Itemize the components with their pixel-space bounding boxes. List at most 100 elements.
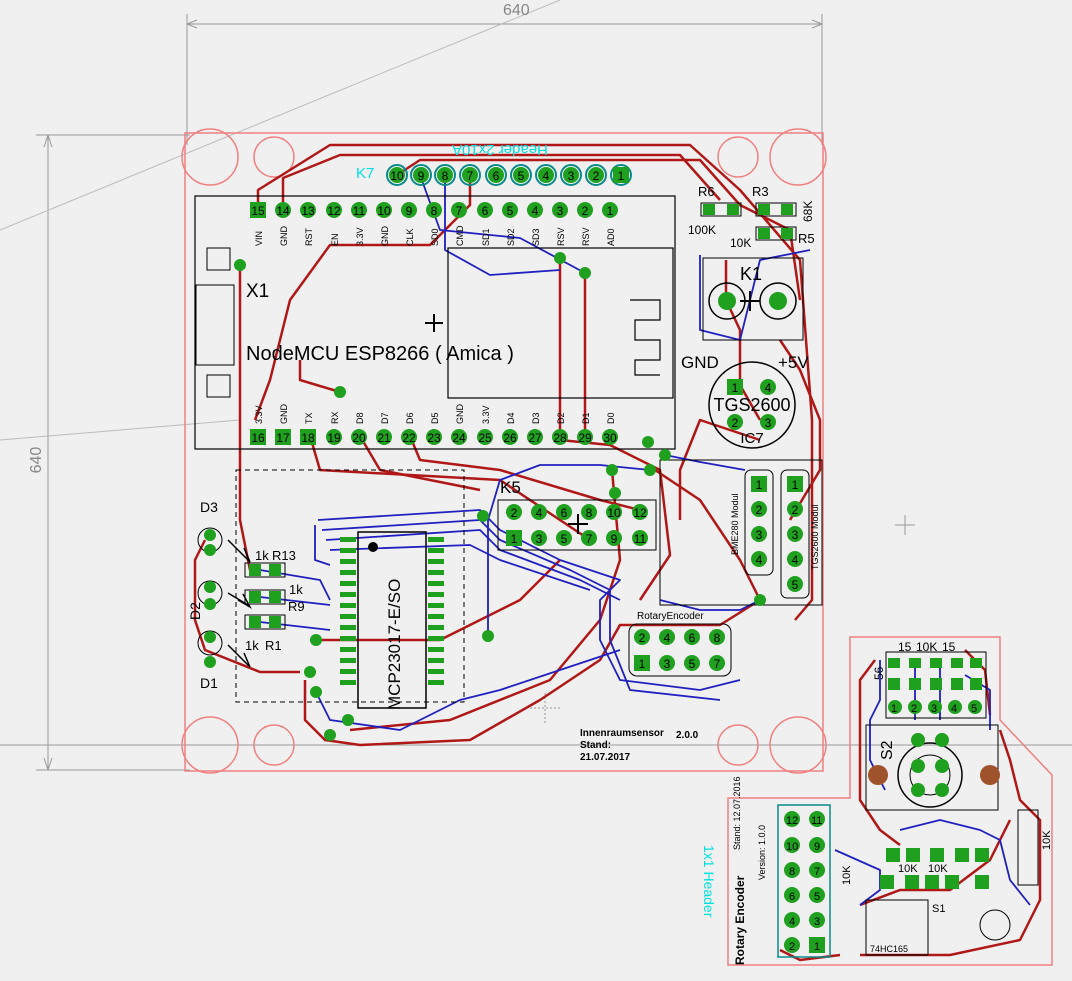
svg-text:9: 9 — [418, 169, 425, 183]
tgs2600-modul-header[interactable]: TGS2600 Modul 1 2 3 4 5 — [780, 469, 820, 599]
header-pin[interactable]: 6 — [485, 164, 507, 186]
nodemcu-module[interactable]: X1 NodeMCU ESP8266 ( Amica ) — [194, 195, 676, 450]
svg-text:2: 2 — [582, 204, 589, 218]
bottom-pin[interactable]: 27 — [527, 429, 543, 445]
svg-text:29: 29 — [578, 431, 592, 445]
led-d1-label: D1 — [200, 675, 218, 691]
header-pin[interactable]: 9 — [410, 164, 432, 186]
svg-text:4: 4 — [951, 703, 957, 715]
bottom-pin[interactable]: 25 — [477, 429, 493, 445]
resistor-r13[interactable]: 1k R13 — [244, 548, 296, 578]
led-d3-label: D3 — [200, 499, 218, 515]
header-pin[interactable]: 1 — [610, 164, 632, 186]
top-pin[interactable]: 14 — [275, 202, 291, 218]
top-pin[interactable]: 10 — [376, 202, 392, 218]
mcp23017-chip[interactable]: MCP23017-E/SO — [357, 531, 427, 710]
top-pin[interactable]: 11 — [351, 202, 367, 218]
svg-text:6: 6 — [561, 506, 568, 520]
svg-text:MCP23017-E/SO: MCP23017-E/SO — [385, 579, 404, 710]
resistor-r1[interactable]: 1k R1 — [244, 614, 286, 653]
dimension-width-label: 640 — [503, 2, 530, 19]
board-outline — [181, 128, 827, 774]
module-bottom-pins: 16 17 18 19 20 21 22 23 24 25 26 27 28 2… — [250, 429, 618, 445]
bottom-pin[interactable]: 29 — [577, 429, 593, 445]
led-d1[interactable] — [197, 630, 223, 668]
bottom-pin[interactable]: 21 — [376, 429, 392, 445]
svg-text:100K: 100K — [688, 223, 716, 237]
top-pin[interactable]: 9 — [401, 202, 417, 218]
header-pin[interactable]: 5 — [510, 164, 532, 186]
top-pin[interactable]: 12 — [326, 202, 342, 218]
led-d2[interactable] — [197, 580, 223, 610]
svg-text:1: 1 — [792, 478, 799, 492]
bottom-pin[interactable]: 18 — [300, 429, 316, 445]
header-pin[interactable]: 10 — [386, 164, 408, 186]
bottom-pin[interactable]: 16 — [250, 429, 266, 445]
led-d2-label: D2 — [187, 602, 203, 620]
sensor-tgs2600[interactable]: TGS2600 IC7 1 4 2 3 — [708, 361, 796, 449]
bottom-pin[interactable]: 26 — [502, 429, 518, 445]
bottom-pin[interactable]: 22 — [401, 429, 417, 445]
header-pin[interactable]: 3 — [560, 164, 582, 186]
top-pin[interactable]: 15 — [250, 202, 266, 218]
svg-text:3.3V: 3.3V — [254, 405, 264, 424]
svg-text:2: 2 — [756, 503, 763, 517]
terminal-k1[interactable]: K1 GND +5V — [681, 257, 809, 372]
bottom-pin[interactable]: 17 — [275, 429, 291, 445]
svg-text:1k: 1k — [255, 548, 269, 563]
svg-text:SD1: SD1 — [481, 228, 491, 246]
header-pin[interactable]: 7 — [459, 164, 481, 186]
bottom-pin[interactable]: 28 — [552, 429, 568, 445]
encoder-connector[interactable]: 1x1 Header Rotary Encoder Version: 1.0.0… — [701, 776, 831, 965]
svg-text:RX: RX — [330, 411, 340, 424]
resistor-r3[interactable]: R3 68K — [752, 184, 815, 222]
bottom-pin[interactable]: 20 — [351, 429, 367, 445]
top-pin[interactable]: 1 — [602, 202, 618, 218]
resistor-r9[interactable]: 1k R9 — [244, 582, 305, 614]
svg-text:7: 7 — [456, 204, 463, 218]
top-pin[interactable]: 3 — [552, 202, 568, 218]
svg-text:3: 3 — [765, 416, 772, 430]
top-pin[interactable]: 4 — [527, 202, 543, 218]
top-pin[interactable]: 5 — [502, 202, 518, 218]
top-pin[interactable]: 7 — [451, 202, 467, 218]
svg-text:6: 6 — [482, 204, 489, 218]
header-pin[interactable]: 8 — [434, 164, 456, 186]
svg-text:K1: K1 — [740, 264, 762, 284]
bottom-pin[interactable]: 19 — [326, 429, 342, 445]
svg-text:3: 3 — [814, 916, 820, 928]
vias — [234, 252, 766, 741]
svg-text:4: 4 — [792, 553, 799, 567]
resistor-r5[interactable]: R5 10K — [730, 226, 815, 250]
module-top-pins: 15 14 13 12 11 10 9 8 7 6 5 4 3 2 1 — [250, 202, 618, 218]
top-pin[interactable]: 13 — [300, 202, 316, 218]
svg-text:3: 3 — [664, 657, 671, 671]
svg-text:10: 10 — [377, 204, 391, 218]
top-pin[interactable]: 8 — [426, 202, 442, 218]
led-d3[interactable] — [197, 527, 223, 556]
svg-text:1: 1 — [891, 703, 897, 715]
svg-text:1k: 1k — [289, 582, 303, 597]
header-k7[interactable]: Header 2x10A K7 10 9 8 7 6 5 4 3 2 1 — [356, 141, 632, 186]
header-pin[interactable]: 2 — [585, 164, 607, 186]
top-pin[interactable]: 2 — [577, 202, 593, 218]
bottom-pin[interactable]: 24 — [451, 429, 467, 445]
bottom-pin[interactable]: 30 — [602, 429, 618, 445]
svg-text:TGS2600 Modul: TGS2600 Modul — [810, 504, 820, 570]
svg-text:25: 25 — [478, 431, 492, 445]
svg-text:D7: D7 — [380, 412, 390, 424]
svg-text:CMD: CMD — [455, 225, 465, 246]
bottom-pin[interactable]: 23 — [426, 429, 442, 445]
svg-text:7: 7 — [467, 169, 474, 183]
svg-text:5: 5 — [507, 204, 514, 218]
svg-text:1x1 Header: 1x1 Header — [701, 845, 717, 918]
header-k5[interactable]: K5 2 4 6 8 10 12 1 3 5 7 9 11 — [497, 478, 657, 551]
svg-text:16: 16 — [251, 431, 265, 445]
bme280-header[interactable]: BME280 Modul 1 2 3 4 — [730, 469, 774, 576]
header-pin[interactable]: 4 — [535, 164, 557, 186]
resistor-r6[interactable]: R6 100K — [688, 184, 742, 237]
top-pin[interactable]: 6 — [477, 202, 493, 218]
rotary-encoder-header[interactable]: RotaryEncoder 2 4 6 8 1 3 5 7 — [628, 611, 732, 677]
